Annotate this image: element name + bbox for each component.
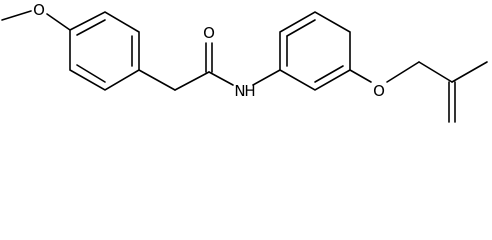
atom-o-carbonyl: O — [203, 24, 215, 42]
bond-carbonyl-n — [208, 71, 234, 86]
bond-ring1-ch2 — [138, 69, 176, 91]
atom-labels: O O N H O — [33, 1, 385, 100]
bond-lines — [1, 10, 488, 123]
ring1-double-c — [76, 64, 106, 83]
ring1-methoxyphenyl — [69, 11, 140, 91]
atom-o-ether: O — [373, 82, 385, 100]
ring2-phenyl — [279, 11, 351, 91]
atom-n: N — [234, 82, 245, 100]
molecule-structure: O O N H O — [1, 1, 488, 123]
atom-o-methoxy: O — [33, 1, 45, 19]
bond-ring2-o — [349, 69, 372, 83]
bond-n-ring2 — [252, 69, 281, 86]
ring1-double-a — [76, 19, 106, 36]
atom-h: H — [244, 82, 255, 100]
bond-ch2-carbonyl — [174, 71, 210, 91]
bond-c-methyl — [451, 61, 488, 83]
bond-o-ring1 — [46, 13, 71, 31]
bond-methyl-o — [1, 10, 32, 21]
ring2-double-b — [314, 65, 344, 83]
ring2-double-a — [286, 19, 316, 37]
bond-o-ch2 — [386, 61, 420, 83]
bond-ch2-c — [418, 61, 453, 83]
